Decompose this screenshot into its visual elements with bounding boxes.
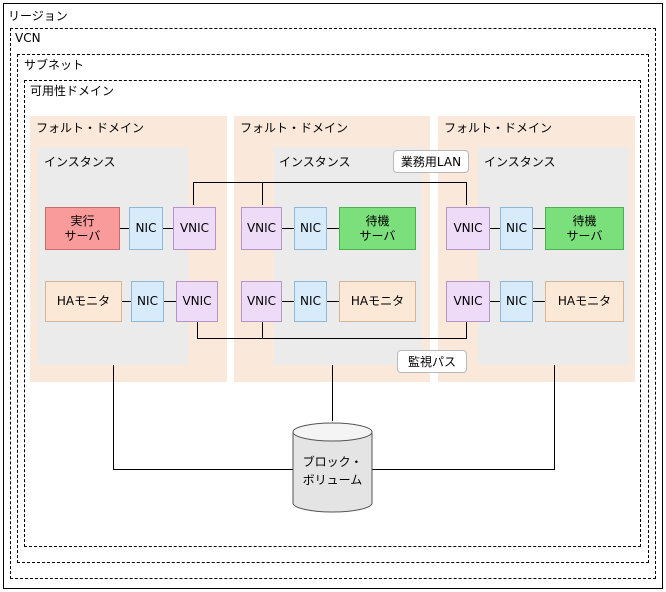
availability-domain-frame (24, 80, 641, 547)
nic-5: NIC (294, 281, 327, 322)
availability-domain-label: 可用性ドメイン (30, 84, 115, 98)
vnic-2: VNIC (241, 207, 282, 250)
instance-1 (38, 147, 188, 365)
storage-link-3 (372, 365, 555, 470)
nic-2: NIC (294, 207, 327, 250)
vcn-frame (10, 28, 656, 579)
monitor-path-label: 監視パス (397, 350, 467, 373)
ha-monitor-3: HAモニタ (545, 281, 624, 322)
active-server: 実行 サーバ (45, 207, 120, 250)
nic-4: NIC (131, 281, 164, 322)
vcn-label: VCN (15, 31, 41, 45)
block-volume-label: ブロック・ ボリューム (302, 455, 363, 487)
instance-2 (274, 147, 422, 365)
instance-2-label: インスタンス (279, 155, 351, 169)
vnic-3: VNIC (446, 207, 490, 250)
fault-domain-2-label: フォルト・ドメイン (240, 121, 349, 135)
vnic-5: VNIC (241, 281, 282, 322)
fault-domain-3-label: フォルト・ドメイン (444, 121, 553, 135)
business-lan-label: 業務用LAN (393, 150, 469, 173)
ha-monitor-2: HAモニタ (339, 281, 416, 322)
monitor-path-line (197, 320, 467, 339)
nic-1: NIC (129, 207, 163, 250)
standby-server-2: 待機 サーバ (545, 207, 624, 250)
nic-3: NIC (500, 207, 533, 250)
region-frame (3, 3, 663, 589)
instance-3 (478, 147, 629, 365)
storage-link-1 (113, 365, 293, 470)
vnic-4: VNIC (176, 281, 218, 322)
instance-1-label: インスタンス (44, 155, 116, 169)
ha-monitor-1: HAモニタ (45, 281, 122, 322)
vnic-6: VNIC (446, 281, 490, 322)
standby-server-1: 待機 サーバ (339, 207, 416, 250)
vnic-1: VNIC (173, 207, 216, 250)
block-volume-cylinder (292, 422, 373, 513)
nic-6: NIC (500, 281, 533, 322)
subnet-frame (17, 54, 649, 563)
region-label: リージョン (8, 9, 68, 23)
fault-domain-1-label: フォルト・ドメイン (36, 121, 145, 135)
subnet-label: サブネット (24, 58, 85, 72)
business-lan-line (193, 182, 467, 205)
instance-3-label: インスタンス (484, 155, 556, 169)
